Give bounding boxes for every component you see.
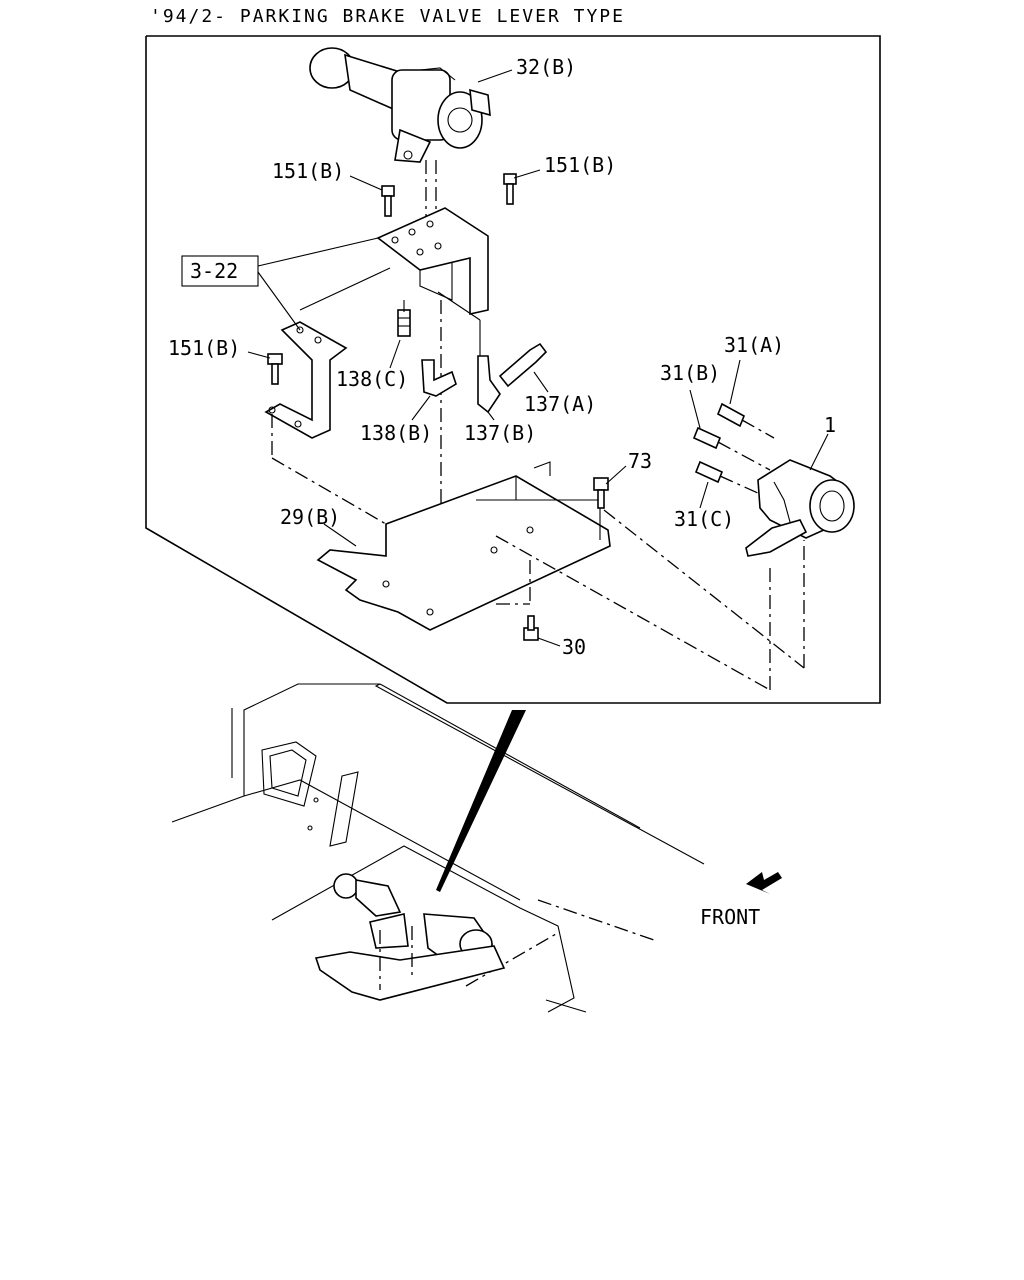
callout-137b: 137(B) <box>464 421 536 445</box>
bolt-151b-lower <box>267 353 283 385</box>
mounting-bracket-upper <box>376 207 489 315</box>
fitting-31c <box>694 460 724 484</box>
callout-30: 30 <box>562 635 586 659</box>
callout-151b-lower: 151(B) <box>168 336 240 360</box>
callout-73: 73 <box>628 449 652 473</box>
bolt-73 <box>593 477 609 509</box>
callout-3-22-box <box>181 255 259 287</box>
diagram-title: '94/2- PARKING BRAKE VALVE LEVER TYPE <box>150 6 625 27</box>
callout-138b: 138(B) <box>360 421 432 445</box>
callout-1: 1 <box>824 413 836 437</box>
callout-138c: 138(C) <box>336 367 408 391</box>
callout-3-22: 3-22 <box>190 259 238 283</box>
fitting-138b <box>421 359 457 397</box>
fitting-137b <box>477 355 501 414</box>
fitting-138c <box>397 309 411 337</box>
parking-brake-valve-1 <box>745 459 855 557</box>
mounting-bracket-lower <box>264 321 348 439</box>
callout-31c: 31(C) <box>674 507 734 531</box>
fitting-31b <box>692 426 722 450</box>
bolt-151b-right <box>503 173 517 205</box>
bolt-151b-left <box>381 185 395 217</box>
front-arrow-icon <box>746 872 782 894</box>
callout-151b-left: 151(B) <box>272 159 344 183</box>
callout-31a: 31(A) <box>724 333 784 357</box>
bolt-30 <box>523 615 539 641</box>
base-plate-29b <box>316 461 611 631</box>
fitting-137a <box>498 342 548 388</box>
fitting-31a <box>716 402 746 428</box>
callout-137a: 137(A) <box>524 392 596 416</box>
detail-frame <box>145 35 881 704</box>
callout-32b: 32(B) <box>516 55 576 79</box>
front-label: FRONT <box>700 905 760 929</box>
cab-overview <box>171 683 705 1013</box>
locator-pointer <box>436 710 526 892</box>
callout-31b: 31(B) <box>660 361 720 385</box>
mini-assembly <box>314 873 506 1001</box>
callout-29b: 29(B) <box>280 505 340 529</box>
brake-valve-32b <box>309 47 491 163</box>
callout-151b-right: 151(B) <box>544 153 616 177</box>
